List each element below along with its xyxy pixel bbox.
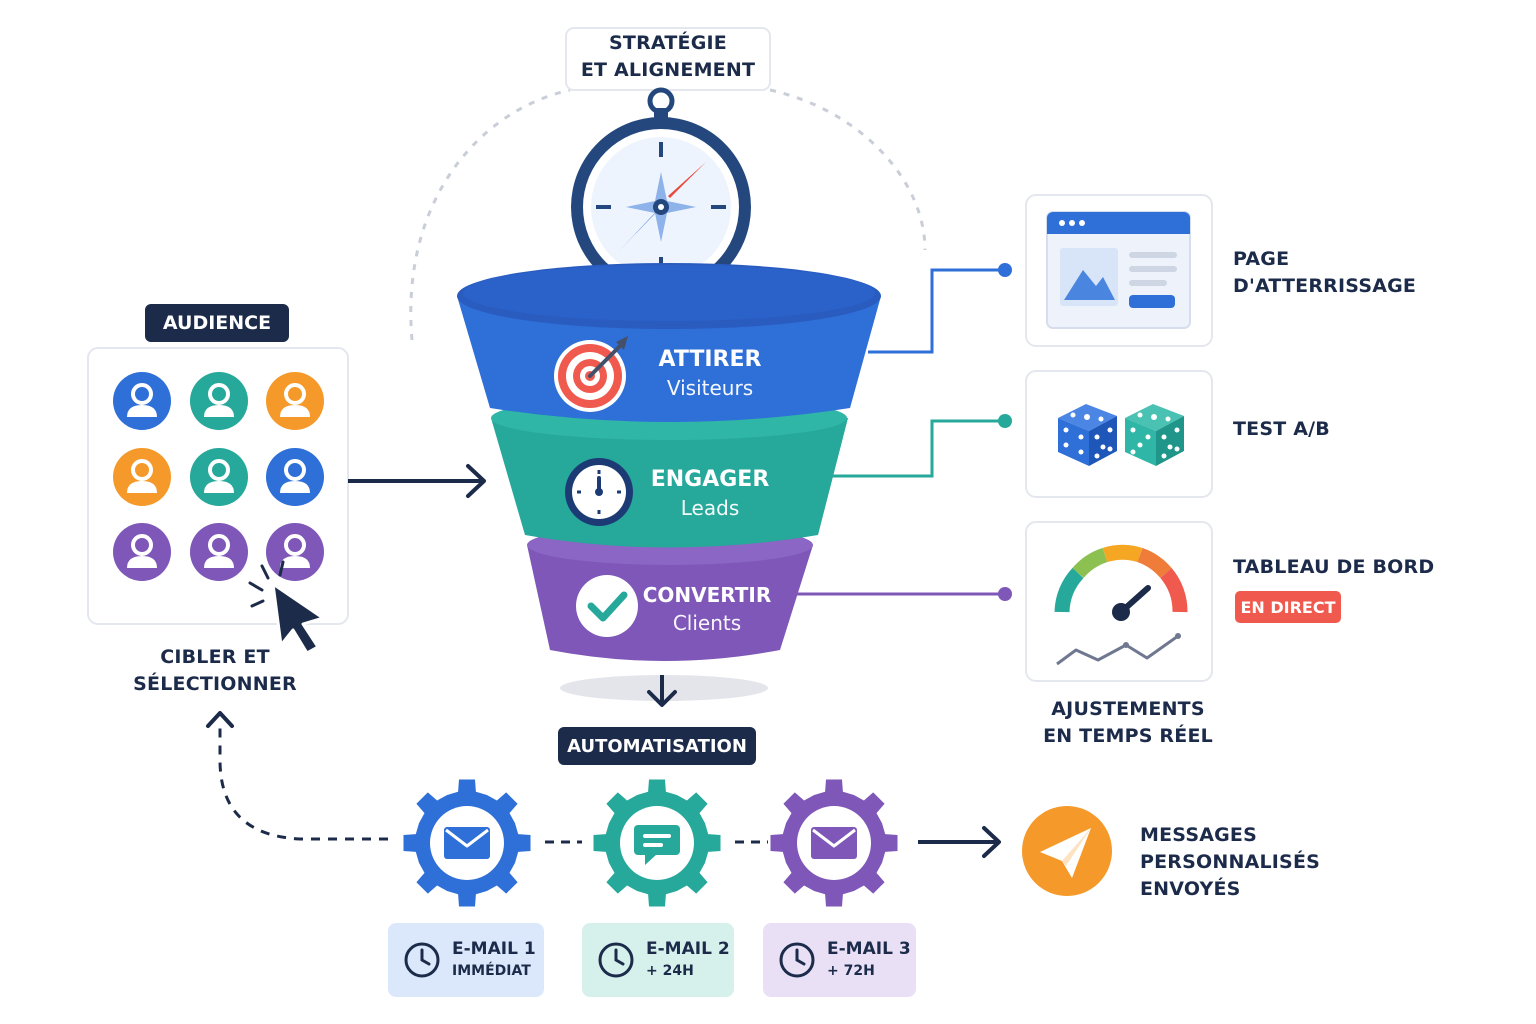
audience-caption-line2: SÉLECTIONNER	[133, 673, 297, 695]
email-card-1: E-MAIL 1 IMMÉDIAT	[388, 923, 544, 997]
funnel-to-automation-arrow	[647, 675, 677, 707]
live-badge: EN DIRECT	[1235, 591, 1341, 623]
avatar-icon[interactable]	[113, 448, 171, 506]
clock-icon	[598, 942, 634, 978]
target-icon	[554, 336, 628, 412]
envelope-icon	[811, 827, 857, 859]
automation-gears	[403, 779, 898, 907]
email-3-title: E-MAIL 3	[827, 939, 911, 959]
landing-page-line1: PAGE	[1233, 248, 1290, 270]
stage-attract-title: ATTIRER	[658, 347, 762, 372]
avatar-icon[interactable]	[266, 523, 324, 581]
avatar-grid	[113, 372, 324, 581]
avatar-icon[interactable]	[190, 448, 248, 506]
avatar-icon[interactable]	[113, 372, 171, 430]
audience-to-funnel-arrow	[348, 464, 486, 498]
cursor-icon	[248, 560, 325, 655]
landing-page-line2: D'ATTERRISSAGE	[1233, 275, 1417, 297]
strategy-line2: ET ALIGNEMENT	[580, 59, 756, 81]
feedback-loop-arrow	[206, 711, 388, 841]
automation-badge: AUTOMATISATION	[558, 727, 756, 765]
compass-icon	[571, 87, 751, 297]
audience-badge: AUDIENCE	[145, 304, 289, 342]
gear-2	[593, 779, 721, 907]
ab-test-label: TEST A/B	[1233, 418, 1330, 440]
tool-connectors	[796, 263, 1012, 601]
dashboard-label: TABLEAU DE BORD	[1233, 556, 1435, 578]
messages-label: MESSAGES PERSONNALISÉS ENVOYÉS	[1140, 822, 1320, 903]
stage-engage-text: ENGAGER Leads	[620, 466, 800, 522]
gear-1	[403, 779, 531, 907]
avatar-icon[interactable]	[113, 523, 171, 581]
messages-line1: MESSAGES	[1140, 824, 1257, 846]
realtime-caption: AJUSTEMENTS EN TEMPS RÉEL	[1020, 696, 1236, 750]
stage-convert-title: CONVERTIR	[642, 583, 772, 607]
gauge-icon	[1054, 544, 1188, 666]
avatar-icon[interactable]	[266, 448, 324, 506]
strategy-label: STRATÉGIE ET ALIGNEMENT	[566, 30, 770, 84]
clock-icon	[779, 942, 815, 978]
avatar-icon[interactable]	[266, 372, 324, 430]
stage-engage-subtitle: Leads	[680, 496, 740, 520]
landing-page-label: PAGE D'ATTERRISSAGE	[1233, 246, 1416, 300]
email-card-2: E-MAIL 2 + 24H	[582, 923, 734, 997]
envelope-icon	[444, 827, 490, 859]
browser-window-icon	[1046, 211, 1191, 329]
dice-icon	[1058, 404, 1184, 466]
ab-test-box	[1025, 370, 1213, 498]
check-icon	[576, 575, 638, 637]
email-1-delay: IMMÉDIAT	[452, 963, 531, 979]
clock-icon	[404, 942, 440, 978]
avatar-icon[interactable]	[190, 523, 248, 581]
realtime-line2: EN TEMPS RÉEL	[1043, 725, 1213, 747]
email-1-title: E-MAIL 1	[452, 939, 536, 959]
audience-caption-line1: CIBLER ET	[160, 646, 270, 668]
email-3-delay: + 72H	[827, 963, 875, 979]
email-card-3: E-MAIL 3 + 72H	[763, 923, 916, 997]
audience-caption: CIBLER ET SÉLECTIONNER	[100, 644, 330, 698]
stage-attract-text: ATTIRER Visiteurs	[620, 346, 800, 402]
messages-line2: PERSONNALISÉS	[1140, 851, 1321, 873]
stage-engage-title: ENGAGER	[650, 467, 770, 492]
paper-plane-icon	[1022, 806, 1112, 896]
automation-to-messages-arrow	[918, 826, 1001, 858]
avatar-icon[interactable]	[190, 372, 248, 430]
strategy-arc	[409, 88, 927, 341]
messages-line3: ENVOYÉS	[1140, 878, 1241, 900]
stage-attract-subtitle: Visiteurs	[666, 376, 754, 400]
stage-convert-subtitle: Clients	[672, 611, 742, 635]
clock-icon	[565, 458, 633, 526]
realtime-line1: AJUSTEMENTS	[1051, 698, 1205, 720]
gear-3	[770, 779, 898, 907]
chat-icon	[634, 825, 680, 865]
strategy-line1: STRATÉGIE	[609, 32, 727, 54]
stage-convert-text: CONVERTIR Clients	[612, 581, 802, 637]
email-2-delay: + 24H	[646, 963, 694, 979]
email-2-title: E-MAIL 2	[646, 939, 730, 959]
